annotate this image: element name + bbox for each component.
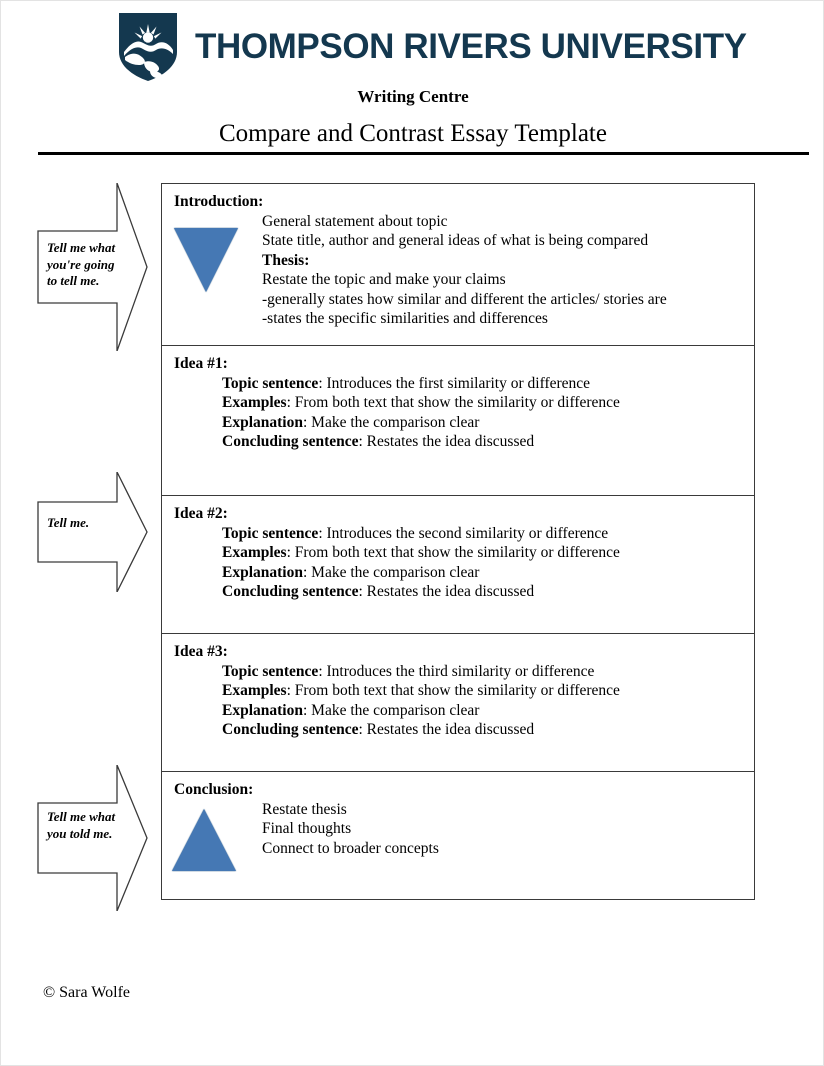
line-text: : From both text that show the similarit… xyxy=(286,544,620,562)
line-text: : Introduces the first similarity or dif… xyxy=(318,375,591,393)
section-idea-2: Idea #2: Topic sentence: Introduces the … xyxy=(161,495,755,633)
section-heading: Introduction: xyxy=(174,193,264,210)
section-line: Concluding sentence: Restates the idea d… xyxy=(222,582,754,601)
section-idea-1: Idea #1: Topic sentence: Introduces the … xyxy=(161,345,755,495)
section-heading: Idea #1: xyxy=(174,355,228,372)
section-heading: Idea #2: xyxy=(174,505,228,522)
section-line: Topic sentence: Introduces the first sim… xyxy=(222,374,754,393)
section-body: Restate thesis Final thoughts Connect to… xyxy=(262,800,754,858)
section-line: Examples: From both text that show the s… xyxy=(222,393,754,412)
university-wordmark: THOMPSON RIVERS UNIVERSITY xyxy=(195,26,747,66)
arrow-right-shape-icon xyxy=(37,472,148,592)
tru-shield-logo-icon xyxy=(119,13,177,81)
line-text: : Restates the idea discussed xyxy=(358,721,535,739)
triangle-up-icon xyxy=(172,809,236,871)
section-line: Topic sentence: Introduces the third sim… xyxy=(222,662,754,681)
line-text: : Introduces the third similarity or dif… xyxy=(318,663,595,681)
section-body: Topic sentence: Introduces the second si… xyxy=(222,524,754,602)
section-line: General statement about topic xyxy=(262,213,448,231)
line-label: Explanation xyxy=(222,701,303,719)
page-title: Compare and Contrast Essay Template xyxy=(219,120,607,147)
line-text: : Restates the idea discussed xyxy=(358,583,535,601)
line-label: Topic sentence xyxy=(222,525,319,543)
line-label: Concluding sentence xyxy=(222,721,359,739)
section-line: Explanation: Make the comparison clear xyxy=(222,701,754,720)
line-text: : From both text that show the similarit… xyxy=(286,394,620,412)
section-line: Final thoughts xyxy=(262,820,352,838)
line-text: : Introduces the second similarity or di… xyxy=(318,525,609,543)
copyright-notice: © Sara Wolfe xyxy=(43,984,130,1001)
section-heading: Conclusion: xyxy=(174,781,254,798)
section-line: Restate the topic and make your claims xyxy=(262,271,506,289)
section-line: Connect to broader concepts xyxy=(262,839,439,857)
section-body: Topic sentence: Introduces the first sim… xyxy=(222,374,754,452)
section-line: Examples: From both text that show the s… xyxy=(222,543,754,562)
section-line: -states the specific similarities and di… xyxy=(262,309,548,327)
essay-structure-boxes: Introduction: General statement about to… xyxy=(161,183,755,900)
section-heading: Idea #3: xyxy=(174,643,228,660)
section-body: Topic sentence: Introduces the third sim… xyxy=(222,662,754,740)
line-text: : Restates the idea discussed xyxy=(358,433,535,451)
line-label: Examples xyxy=(222,682,287,700)
section-line: Explanation: Make the comparison clear xyxy=(222,563,754,582)
section-line: Concluding sentence: Restates the idea d… xyxy=(222,432,754,451)
triangle-down-icon xyxy=(174,228,238,292)
section-line: -generally states how similar and differ… xyxy=(262,290,667,308)
line-text: : From both text that show the similarit… xyxy=(286,682,620,700)
line-label: Examples xyxy=(222,394,287,412)
arrow-right-shape-icon xyxy=(37,183,148,351)
line-label: Explanation xyxy=(222,413,303,431)
line-label: Topic sentence xyxy=(222,375,319,393)
section-line: Examples: From both text that show the s… xyxy=(222,681,754,700)
section-line: Topic sentence: Introduces the second si… xyxy=(222,524,754,543)
writing-centre-label: Writing Centre xyxy=(357,87,469,106)
line-label: Explanation xyxy=(222,563,303,581)
line-text: : Make the comparison clear xyxy=(302,413,480,431)
line-text: : Make the comparison clear xyxy=(302,563,480,581)
section-body: General statement about topic State titl… xyxy=(262,212,754,328)
section-line-label: Thesis: xyxy=(262,251,310,269)
callout-text: Tell me what you told me. xyxy=(47,809,116,841)
university-logo-header: THOMPSON RIVERS UNIVERSITY xyxy=(117,11,747,81)
line-label: Concluding sentence xyxy=(222,583,359,601)
section-line: Explanation: Make the comparison clear xyxy=(222,413,754,432)
section-introduction: Introduction: General statement about to… xyxy=(161,183,755,345)
arrow-right-shape-icon xyxy=(37,765,148,911)
section-conclusion: Conclusion: Restate thesis Final thought… xyxy=(161,771,755,900)
line-label: Concluding sentence xyxy=(222,433,359,451)
line-text: : Make the comparison clear xyxy=(302,701,480,719)
section-line: State title, author and general ideas of… xyxy=(262,232,649,250)
line-label: Examples xyxy=(222,544,287,562)
callout-arrow-conclusion: Tell me what you told me. xyxy=(31,765,151,911)
section-idea-3: Idea #3: Topic sentence: Introduces the … xyxy=(161,633,755,771)
title-divider xyxy=(38,152,809,155)
callout-text: Tell me. xyxy=(47,515,90,530)
section-line: Restate thesis xyxy=(262,801,347,819)
callout-arrow-body: Tell me. xyxy=(31,472,151,592)
callout-text: Tell me what you're going to tell me. xyxy=(47,240,116,289)
line-label: Topic sentence xyxy=(222,663,319,681)
callout-arrow-introduction: Tell me what you're going to tell me. xyxy=(31,183,151,351)
section-line: Concluding sentence: Restates the idea d… xyxy=(222,720,754,739)
